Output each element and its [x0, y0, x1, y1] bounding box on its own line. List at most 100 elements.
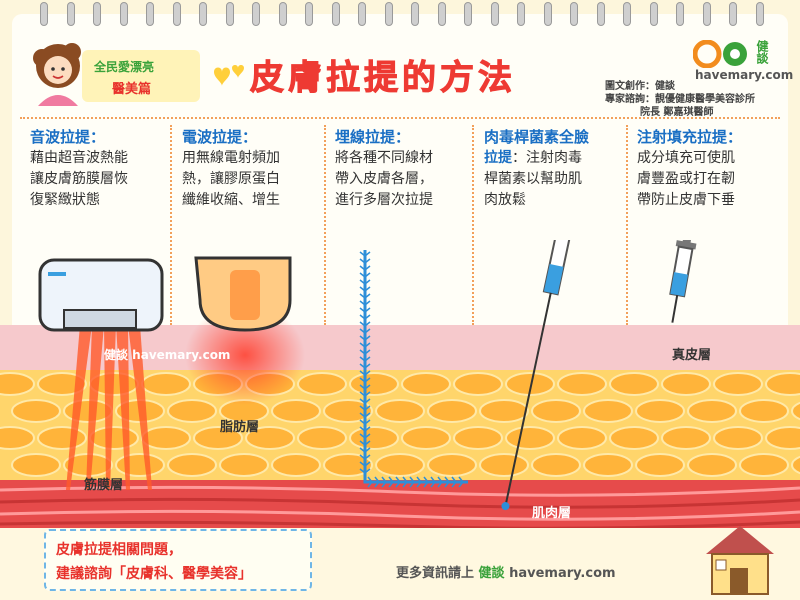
fat-cell [271, 453, 321, 477]
badge-line-2: 醫美篇 [112, 82, 152, 97]
binder-ring [252, 2, 260, 26]
binder-rings [0, 0, 800, 30]
fat-cell [11, 399, 61, 423]
method-botox: 肉毒桿菌素全臉 拉提：注射肉毒 桿菌素以幫助肌 肉放鬆 [484, 127, 624, 211]
method-thread-lift: 埋線拉提： 將各種不同線材 帶入皮膚各層， 進行多層次拉提 [335, 127, 475, 211]
fat-cell [401, 426, 451, 450]
consult-line-1: 皮膚拉提相關問題， [56, 542, 182, 558]
category-badge: 全民愛漂亮 醫美篇 [82, 50, 200, 102]
fat-cell [739, 399, 789, 423]
ultrasound-device-icon [38, 258, 164, 332]
binder-ring [649, 2, 658, 26]
logo-icon [693, 40, 747, 68]
binder-ring [40, 2, 48, 26]
method-ultrasound: 音波拉提： 藉由超音波熱能 讓皮膚筋膜層恢 復緊緻狀態 [30, 127, 170, 211]
fat-cell [687, 399, 737, 423]
fat-cell [297, 426, 347, 450]
column-divider [324, 125, 326, 325]
method-line: 將各種不同線材 [335, 150, 433, 166]
fat-cell [765, 426, 800, 450]
binder-ring [384, 2, 393, 26]
heart-icon [214, 65, 244, 86]
fat-cell [713, 372, 763, 396]
binder-ring [437, 2, 446, 26]
credit-line-2: 專家諮詢：靚優健康醫學美容診所 [605, 94, 755, 105]
binder-ring [199, 2, 207, 26]
syringe-icon [501, 240, 571, 511]
fat-cell [271, 399, 321, 423]
fat-cell [427, 453, 477, 477]
more-info-url: havemary.com [509, 566, 616, 581]
house-icon [706, 526, 774, 595]
binder-ring [702, 2, 711, 26]
fat-cell [661, 372, 711, 396]
fat-cell [479, 399, 529, 423]
binder-ring [93, 2, 101, 26]
method-line-rest: ：注射肉毒 [512, 150, 582, 166]
method-line: 帶入皮膚各層， [335, 171, 433, 187]
method-line: 用無線電射頻加 [182, 150, 280, 166]
fat-cell [557, 426, 607, 450]
method-line: 拉提：注射肉毒 [484, 148, 624, 169]
fat-cell [791, 401, 800, 421]
method-heading: 音波拉提： [30, 128, 106, 146]
header-divider [20, 117, 780, 119]
page-title: 皮膚拉提的方法 [250, 58, 516, 99]
binder-ring [543, 2, 552, 26]
method-heading: 注射填充拉提： [637, 128, 743, 146]
fat-cell [661, 426, 711, 450]
method-line: 膚豐盈或打在韌 [637, 171, 735, 187]
method-filler: 注射填充拉提： 成分填充可使肌 膚豐盈或打在韌 帶防止皮膚下垂 [637, 127, 777, 211]
method-line: 纖維收縮、增生 [182, 192, 280, 208]
method-line: 肉放鬆 [484, 192, 526, 208]
method-heading: 埋線拉提： [335, 128, 411, 146]
binder-ring [623, 2, 631, 26]
fat-cell [0, 372, 35, 396]
watermark-label: 健談 havemary.com [104, 348, 231, 362]
dermis-layer-label: 真皮層 [672, 348, 712, 363]
consult-line-2: 建議諮詢「皮膚科、醫學美容」 [56, 566, 252, 582]
method-line: 成分填充可使肌 [637, 150, 735, 166]
fat-cell [713, 426, 763, 450]
fat-cell [297, 372, 347, 396]
binder-ring [596, 2, 605, 26]
binder-ring [66, 2, 75, 26]
method-line: 桿菌素以幫助肌 [484, 171, 582, 187]
binder-ring [225, 2, 234, 26]
tools-illustration [38, 240, 697, 511]
fat-cell [167, 399, 217, 423]
method-line: 讓皮膚筋膜層恢 [30, 171, 128, 187]
logo-text: 健談 [755, 40, 769, 64]
binder-ring [146, 2, 154, 26]
fat-cell [635, 399, 685, 423]
binder-ring [464, 2, 472, 26]
fat-cell [37, 372, 87, 396]
binder-ring [755, 2, 764, 26]
method-heading: 電波拉提： [182, 128, 258, 146]
fat-cell [375, 453, 425, 477]
muscle-layer [0, 480, 800, 530]
fat-cell [245, 426, 295, 450]
fat-cell [453, 372, 503, 396]
fat-cell [687, 453, 737, 477]
fat-cell [323, 399, 373, 423]
method-line: 熱，讓膠原蛋白 [182, 171, 280, 187]
method-radiofrequency: 電波拉提： 用無線電射頻加 熱，讓膠原蛋白 纖維收縮、增生 [182, 127, 322, 211]
credits: 圖文創作：健談 專家諮詢：靚優健康醫學美容診所 院長 鄭嘉琪醫師 [605, 80, 785, 119]
fat-cell [635, 453, 685, 477]
fat-cell [531, 399, 581, 423]
method-line: 帶防止皮膚下垂 [637, 192, 735, 208]
fat-layer [0, 370, 800, 480]
binder-ring [490, 2, 499, 26]
fat-cell [739, 453, 789, 477]
fat-cell [583, 453, 633, 477]
more-info-prefix: 更多資訊請上 [396, 566, 475, 581]
logo-url: havemary.com [695, 68, 794, 82]
muscle-layer-label: 肌肉層 [532, 506, 572, 521]
fat-cell [531, 453, 581, 477]
fat-layer-label: 脂肪層 [220, 420, 260, 435]
fat-cell [427, 399, 477, 423]
method-line: 進行多層次拉提 [335, 192, 433, 208]
binder-ring [172, 2, 181, 26]
syringe-icon [669, 240, 697, 323]
